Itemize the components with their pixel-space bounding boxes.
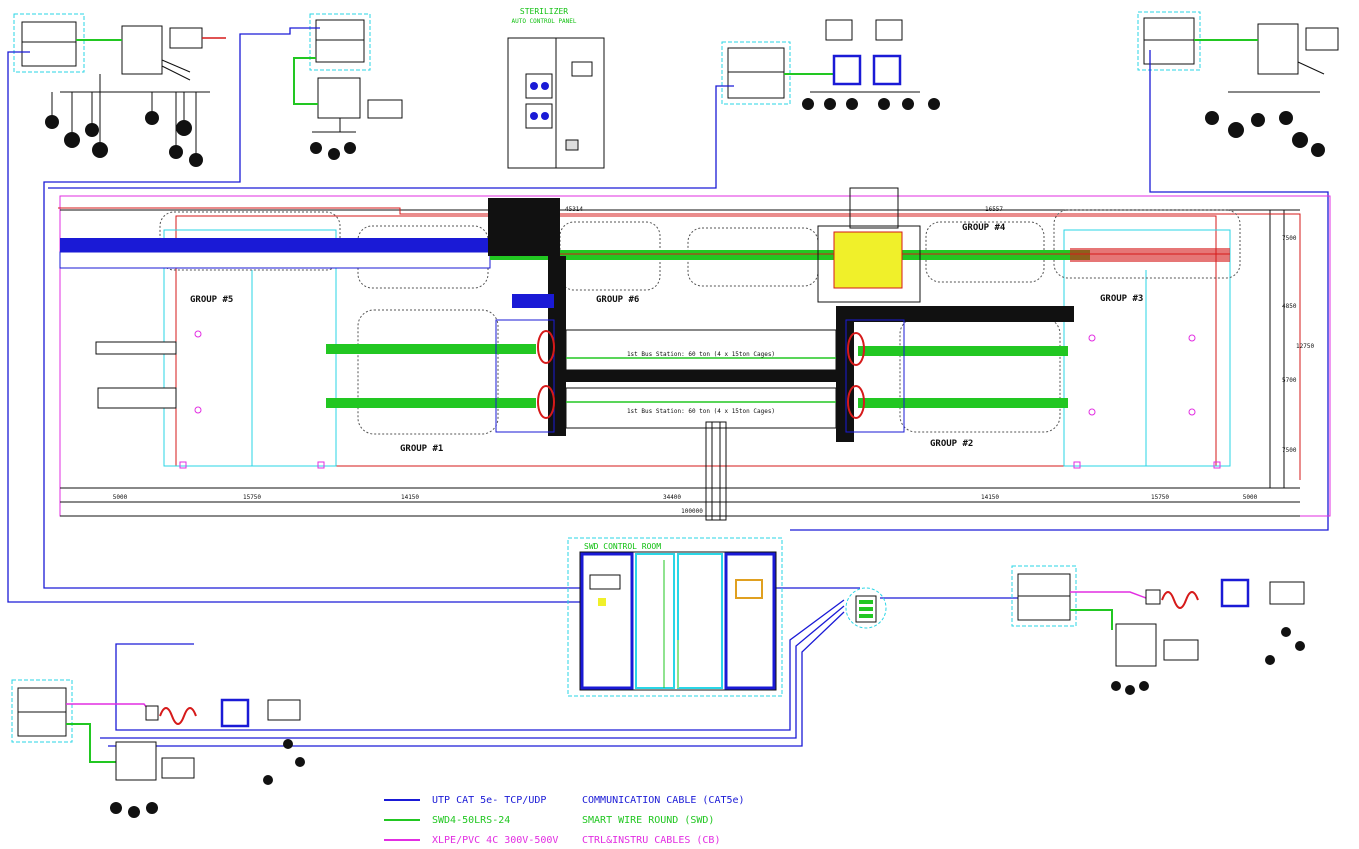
swd-control-room: SWD CONTROL ROOM — [567, 537, 783, 697]
dim-top-b: 16557 — [985, 206, 1003, 213]
top-center-right-panel-cluster — [721, 19, 940, 110]
dim-right-2: 4850 — [1282, 303, 1297, 310]
sterilizer-auto-control-panel: STERILIZER AUTO CONTROL PANEL — [507, 7, 605, 169]
dim-bottom-7: 5000 — [1243, 494, 1258, 501]
cable-legend: UTP CAT 5e- TCP/UDP COMMUNICATION CABLE … — [384, 795, 745, 846]
group-2-label: GROUP #2 — [930, 439, 973, 449]
group-1-label: GROUP #1 — [400, 444, 443, 454]
network-switch — [845, 587, 887, 629]
bottom-left-panel-cluster — [11, 679, 305, 818]
dim-total: 100000 — [681, 508, 703, 515]
dim-right-4: 5700 — [1282, 377, 1297, 384]
dim-right-1: 7500 — [1282, 235, 1297, 242]
legend-cable-swd: SWD4-50LRS-24 — [432, 815, 510, 826]
group-3-label: GROUP #3 — [1100, 294, 1143, 304]
panel-enclosure-dashed — [13, 13, 85, 73]
sterilizer-subtitle: AUTO CONTROL PANEL — [511, 18, 576, 25]
swd-control-room-label: SWD CONTROL ROOM — [584, 542, 661, 551]
legend-desc-swd: SMART WIRE ROUND (SWD) — [582, 815, 714, 826]
dim-bottom-3: 14150 — [401, 494, 419, 501]
bus-station-upper-label: 1st Bus Station: 60 ton (4 x 15ton Cages… — [627, 351, 775, 358]
dim-top-a: 45314 — [565, 206, 583, 213]
group-5-label: GROUP #5 — [190, 295, 233, 305]
dim-bottom-5: 14150 — [981, 494, 999, 501]
communication-cable-routing — [7, 27, 1329, 747]
group-labels: GROUP #1 GROUP #2 GROUP #3 GROUP #4 GROU… — [190, 223, 1143, 454]
top-center-left-panel-cluster — [293, 13, 403, 160]
dim-right-5: 7500 — [1282, 447, 1297, 454]
bus-station-lower-label: 1st Bus Station: 60 ton (4 x 15ton Cages… — [627, 408, 775, 415]
dim-bottom-6: 15750 — [1151, 494, 1169, 501]
plant-layout — [58, 187, 1331, 521]
dim-bottom-4: 34400 — [663, 494, 681, 501]
bottom-right-panel-cluster — [1011, 565, 1305, 695]
sterilizer-title: STERILIZER — [520, 7, 568, 16]
legend-cable-ctrl: XLPE/PVC 4C 300V-500V — [432, 835, 558, 846]
dimension-labels: 5000 15750 14150 34400 14150 15750 5000 … — [113, 206, 1315, 515]
legend-cable-comm: UTP CAT 5e- TCP/UDP — [432, 795, 546, 806]
top-right-panel-cluster — [1137, 11, 1339, 157]
dim-bottom-2: 15750 — [243, 494, 261, 501]
dim-right-3: 12750 — [1296, 343, 1314, 350]
legend-desc-comm: COMMUNICATION CABLE (CAT5e) — [582, 795, 745, 806]
legend-desc-ctrl: CTRL&INSTRU CABLES (CB) — [582, 835, 720, 846]
junction-box — [121, 25, 163, 75]
group-4-label: GROUP #4 — [962, 223, 1006, 233]
group-6-label: GROUP #6 — [596, 295, 639, 305]
control-panel-box — [21, 21, 77, 67]
dim-bottom-1: 5000 — [113, 494, 128, 501]
top-left-panel-cluster — [13, 13, 226, 167]
